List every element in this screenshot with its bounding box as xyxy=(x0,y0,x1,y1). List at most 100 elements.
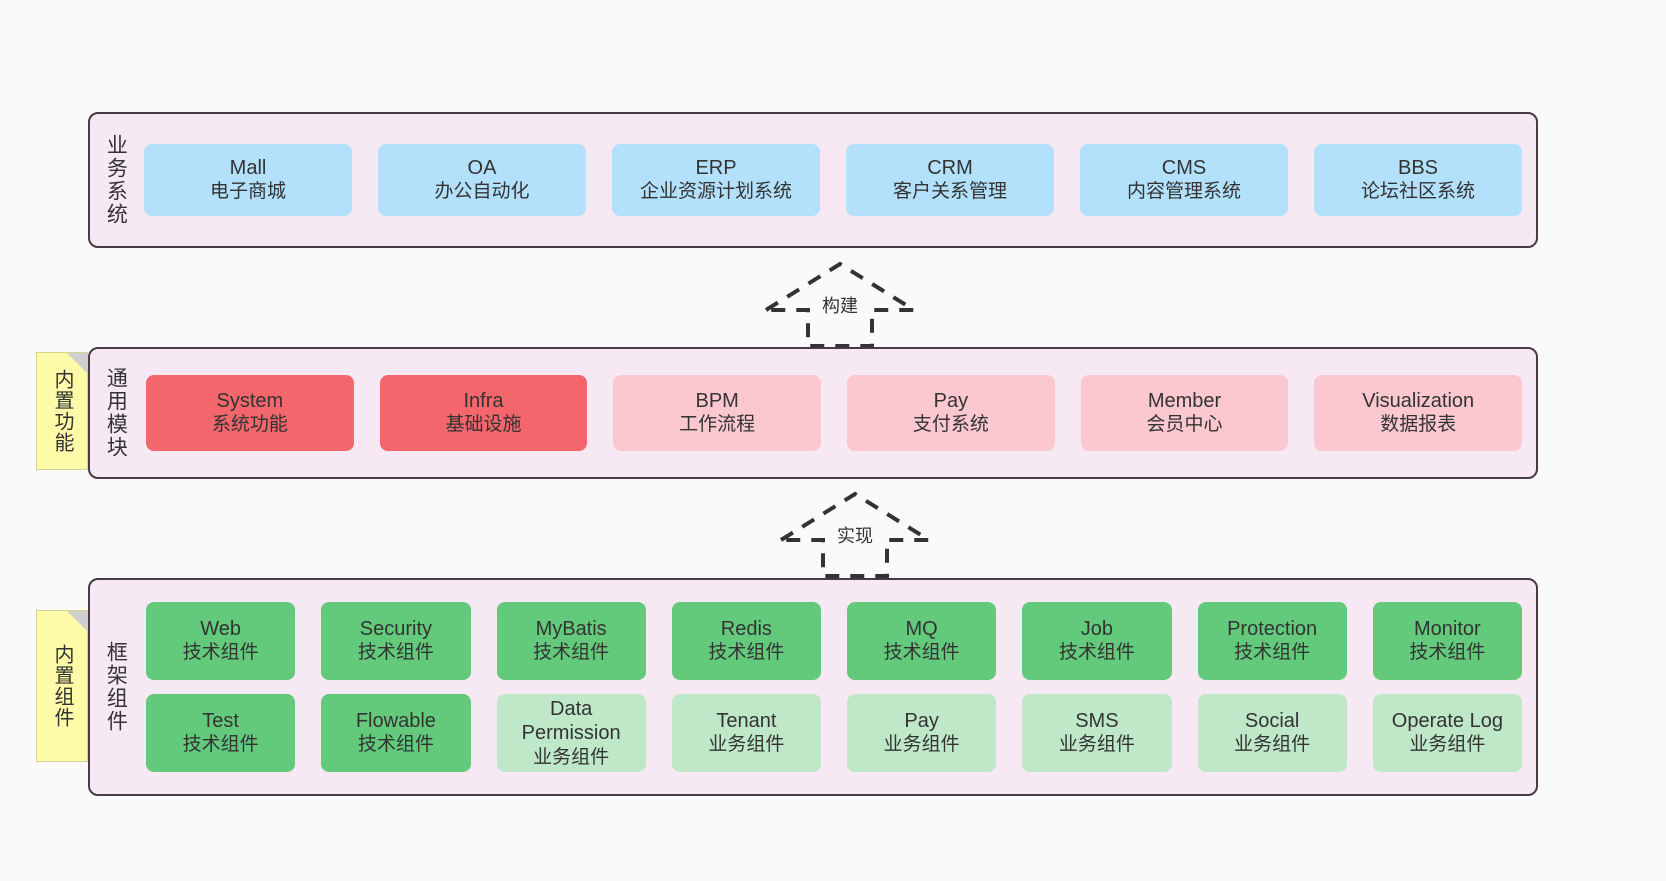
layer-body-common-module: System 系统功能 Infra 基础设施 BPM 工作流程 Pay 支付系统… xyxy=(140,349,1536,477)
card-subtitle: 业务组件 xyxy=(1409,734,1486,756)
card-bpm[interactable]: BPM 工作流程 xyxy=(613,375,822,451)
card-subtitle: 技术组件 xyxy=(182,734,259,756)
card-title: Data Permission xyxy=(521,697,621,745)
card-monitor[interactable]: Monitor 技术组件 xyxy=(1372,602,1522,680)
card-title: Job xyxy=(1080,617,1113,640)
dashed-generalization-arrow-icon xyxy=(775,491,935,578)
card-row: Test 技术组件 Flowable 技术组件 Data Permission … xyxy=(146,694,1522,772)
card-bbs[interactable]: BBS 论坛社区系统 xyxy=(1314,144,1522,216)
connector-build-arrow: 构建 xyxy=(760,258,920,350)
card-subtitle: 业务组件 xyxy=(533,746,610,768)
card-subtitle: 工作流程 xyxy=(679,414,756,436)
card-title: SMS xyxy=(1075,709,1119,732)
card-subtitle: 技术组件 xyxy=(1058,642,1135,664)
card-row: System 系统功能 Infra 基础设施 BPM 工作流程 Pay 支付系统… xyxy=(146,375,1523,451)
card-title: MQ xyxy=(905,617,938,640)
card-subtitle: 系统功能 xyxy=(211,414,288,436)
connector-realize-arrow: 实现 xyxy=(775,488,935,580)
note-builtin-function: 内置功能 xyxy=(36,352,88,470)
card-title: System xyxy=(216,389,284,412)
note-label: 内置组件 xyxy=(51,644,73,728)
card-subtitle: 业务组件 xyxy=(1058,734,1135,756)
card-title: MyBatis xyxy=(535,617,607,640)
card-title: BBS xyxy=(1397,156,1439,179)
note-label: 内置功能 xyxy=(51,369,73,453)
card-title: Security xyxy=(359,617,432,640)
card-subtitle: 会员中心 xyxy=(1146,414,1223,436)
card-title: Tenant xyxy=(716,709,777,732)
layer-body-business-system: Mall 电子商城 OA 办公自动化 ERP 企业资源计划系统 CRM 客户关系… xyxy=(140,114,1536,246)
card-subtitle: 技术组件 xyxy=(182,642,259,664)
layer-title-common-module: 通用模块 xyxy=(104,367,128,459)
card-mall[interactable]: Mall 电子商城 xyxy=(144,144,352,216)
card-subtitle: 办公自动化 xyxy=(434,181,530,203)
card-subtitle: 技术组件 xyxy=(1234,642,1311,664)
card-title: BPM xyxy=(695,389,739,412)
card-title: Visualization xyxy=(1362,389,1475,412)
card-title: CRM xyxy=(927,156,973,179)
card-flowable[interactable]: Flowable 技术组件 xyxy=(321,694,471,772)
card-mq[interactable]: MQ 技术组件 xyxy=(847,602,997,680)
card-subtitle: 电子商城 xyxy=(209,181,286,203)
card-subtitle: 技术组件 xyxy=(357,642,434,664)
card-subtitle: 内容管理系统 xyxy=(1126,181,1241,203)
connector-realize-label: 实现 xyxy=(834,522,876,548)
card-subtitle: 论坛社区系统 xyxy=(1360,181,1475,203)
card-member[interactable]: Member 会员中心 xyxy=(1080,375,1289,451)
framework-component-layer: 框架组件 Web 技术组件 Security 技术组件 MyBatis 技术组件… xyxy=(88,578,1538,796)
layer-title-business-system: 业务系统 xyxy=(104,134,128,226)
card-subtitle: 数据报表 xyxy=(1380,414,1457,436)
card-title: OA xyxy=(467,156,497,179)
card-title: ERP xyxy=(695,156,737,179)
card-oa[interactable]: OA 办公自动化 xyxy=(378,144,586,216)
card-title: Social xyxy=(1244,709,1300,732)
card-pay-component[interactable]: Pay 业务组件 xyxy=(847,694,997,772)
card-system[interactable]: System 系统功能 xyxy=(146,375,354,451)
card-row: Mall 电子商城 OA 办公自动化 ERP 企业资源计划系统 CRM 客户关系… xyxy=(144,144,1522,216)
card-subtitle: 技术组件 xyxy=(708,642,785,664)
card-subtitle: 业务组件 xyxy=(708,734,785,756)
card-protection[interactable]: Protection 技术组件 xyxy=(1197,602,1347,680)
card-title: Mall xyxy=(229,156,267,179)
card-sms[interactable]: SMS 业务组件 xyxy=(1022,694,1172,772)
card-cms[interactable]: CMS 内容管理系统 xyxy=(1080,144,1288,216)
card-social[interactable]: Social 业务组件 xyxy=(1197,694,1347,772)
common-module-layer: 通用模块 System 系统功能 Infra 基础设施 BPM 工作流程 Pay… xyxy=(88,347,1538,479)
card-title: Pay xyxy=(904,709,939,732)
card-subtitle: 支付系统 xyxy=(912,414,989,436)
card-test[interactable]: Test 技术组件 xyxy=(146,694,296,772)
card-redis[interactable]: Redis 技术组件 xyxy=(671,602,821,680)
layer-title-framework-component: 框架组件 xyxy=(104,641,128,733)
card-subtitle: 技术组件 xyxy=(533,642,610,664)
card-operate-log[interactable]: Operate Log 业务组件 xyxy=(1372,694,1522,772)
card-subtitle: 企业资源计划系统 xyxy=(639,181,792,203)
card-subtitle: 技术组件 xyxy=(357,734,434,756)
card-title: Pay xyxy=(933,389,969,412)
card-title: Protection xyxy=(1227,617,1318,640)
card-job[interactable]: Job 技术组件 xyxy=(1022,602,1172,680)
card-subtitle: 技术组件 xyxy=(1409,642,1486,664)
card-mybatis[interactable]: MyBatis 技术组件 xyxy=(496,602,646,680)
card-title: Test xyxy=(202,709,239,732)
card-title: Redis xyxy=(720,617,772,640)
card-title: CMS xyxy=(1161,156,1207,179)
card-tenant[interactable]: Tenant 业务组件 xyxy=(671,694,821,772)
note-builtin-component: 内置组件 xyxy=(36,610,88,762)
card-erp[interactable]: ERP 企业资源计划系统 xyxy=(612,144,820,216)
card-crm[interactable]: CRM 客户关系管理 xyxy=(846,144,1054,216)
card-pay-module[interactable]: Pay 支付系统 xyxy=(847,375,1055,451)
card-title: Operate Log xyxy=(1391,709,1503,732)
card-web[interactable]: Web 技术组件 xyxy=(146,602,296,680)
card-data-permission[interactable]: Data Permission 业务组件 xyxy=(496,694,646,772)
card-title: Web xyxy=(200,617,241,640)
dashed-generalization-arrow-icon xyxy=(760,261,920,348)
card-title: Infra xyxy=(463,389,504,412)
card-infra[interactable]: Infra 基础设施 xyxy=(379,375,588,451)
card-title: Monitor xyxy=(1414,617,1481,640)
connector-build-label: 构建 xyxy=(819,292,861,318)
card-visualization[interactable]: Visualization 数据报表 xyxy=(1314,375,1523,451)
card-security[interactable]: Security 技术组件 xyxy=(321,602,471,680)
card-title: Flowable xyxy=(355,709,436,732)
card-subtitle: 基础设施 xyxy=(445,414,522,436)
card-subtitle: 技术组件 xyxy=(883,642,960,664)
